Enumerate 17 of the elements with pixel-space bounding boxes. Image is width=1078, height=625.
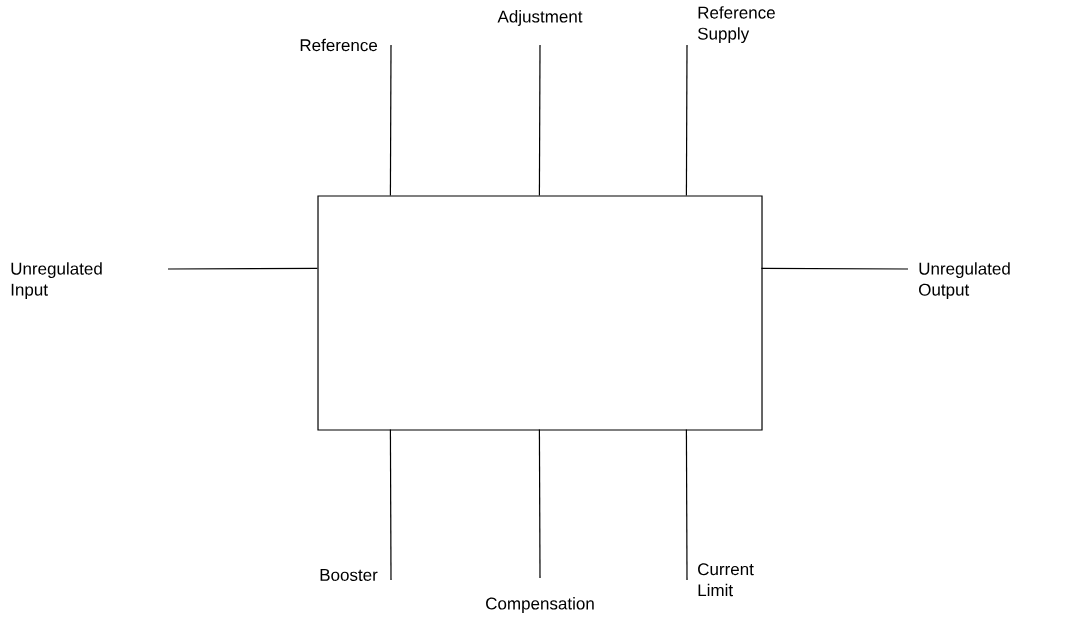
- connection-line: [685, 428, 688, 581]
- connection-line: [538, 428, 541, 579]
- block-box: [317, 195, 763, 431]
- connection-line: [167, 267, 318, 270]
- signal-label: Reference Supply: [698, 6, 775, 44]
- connection-line: [389, 428, 392, 581]
- signal-label: Unregulated Input: [11, 262, 102, 300]
- connection-line: [538, 44, 541, 196]
- signal-label: Compensation: [486, 597, 594, 613]
- signal-label: Current Limit: [698, 563, 754, 597]
- connection-line: [685, 44, 688, 196]
- signal-label: Unregulated Output: [919, 262, 1010, 300]
- signal-label: Booster: [320, 569, 378, 581]
- signal-label: Reference: [300, 38, 378, 52]
- connection-line: [389, 44, 392, 196]
- connection-line: [760, 267, 909, 270]
- signal-label: Adjustment: [497, 10, 583, 26]
